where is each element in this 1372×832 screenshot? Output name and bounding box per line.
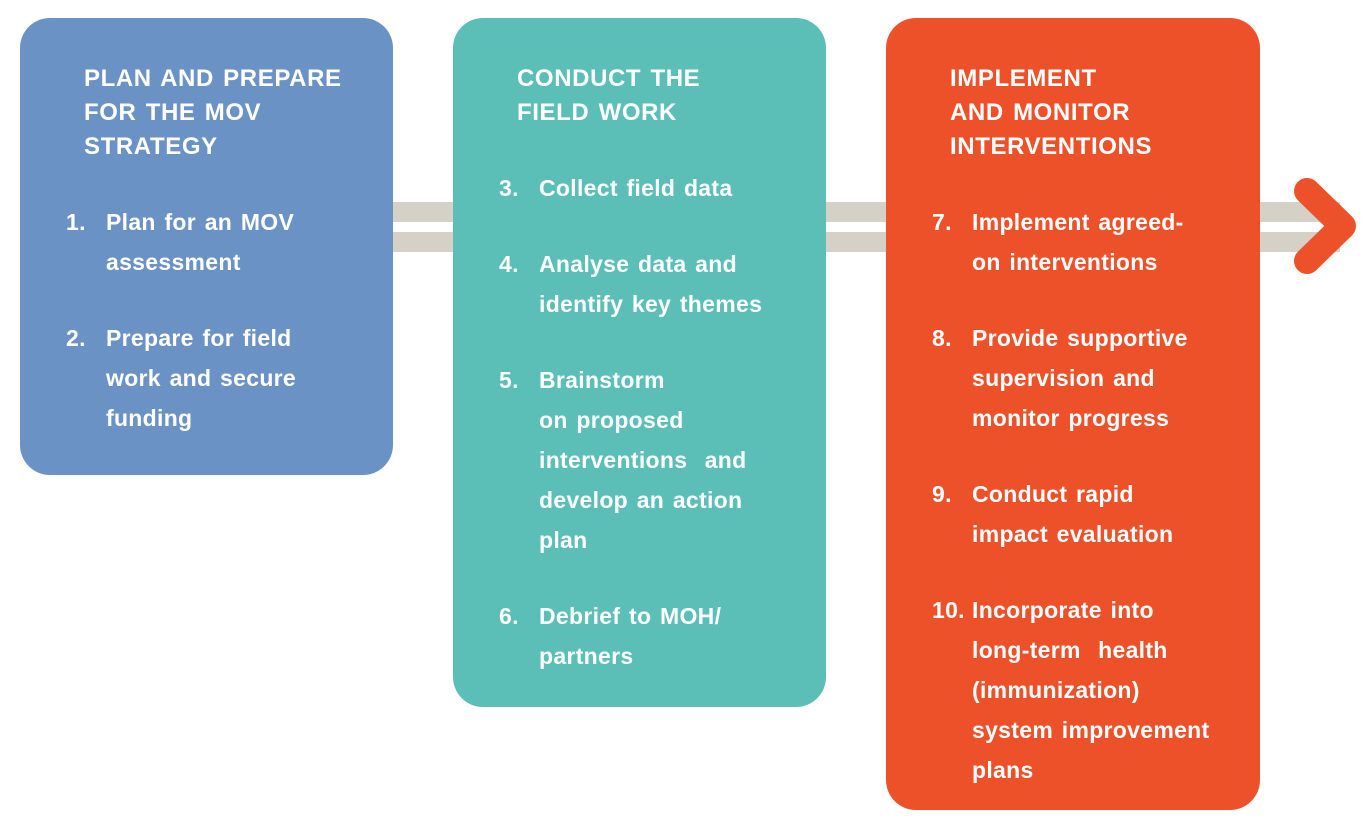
phase-title-line: FIELD WORK [517, 99, 677, 126]
phase-title-line: STRATEGY [84, 133, 218, 160]
step-text-line: on interventions [972, 249, 1158, 275]
step-text-line: work and secure [106, 365, 297, 391]
step-text-line: impact evaluation [972, 521, 1174, 547]
step-number: 6. [499, 603, 519, 629]
step-text: Collect field data [539, 168, 802, 208]
phase-title-line: IMPLEMENT [950, 65, 1097, 92]
step-text-line: partners [539, 643, 634, 669]
step-text-line: develop an action [539, 487, 743, 513]
step-text-line: assessment [106, 249, 241, 275]
step-text-line: monitor progress [972, 405, 1170, 431]
step-item: 9. Conduct rapid impact evaluation [932, 474, 1236, 554]
step-text: Debrief to MOH/ partners [539, 596, 802, 676]
phase-title-line: CONDUCT THE [517, 65, 701, 92]
step-text: Implement agreed- on interventions [972, 202, 1236, 282]
step-text-line: Analyse data and [539, 251, 737, 277]
phase-title: IMPLEMENT AND MONITOR INTERVENTIONS [950, 62, 1236, 164]
step-text-line: Incorporate into [972, 597, 1154, 623]
phase-title-line: PLAN AND PREPARE [84, 65, 342, 92]
phase-title: PLAN AND PREPARE FOR THE MOV STRATEGY [84, 62, 369, 164]
step-number: 3. [499, 175, 519, 201]
phase-title-line: AND MONITOR [950, 99, 1131, 126]
step-number: 10. [932, 597, 965, 623]
step-text: Brainstorm on proposed interventions and… [539, 360, 802, 560]
phase-box-conduct-field-work: CONDUCT THE FIELD WORK 3. Collect field … [453, 18, 826, 707]
step-text-line: Implement agreed- [972, 209, 1184, 235]
step-number: 9. [932, 481, 952, 507]
phase-title-line: INTERVENTIONS [950, 133, 1153, 160]
phase-title: CONDUCT THE FIELD WORK [517, 62, 802, 130]
phase-box-implement-and-monitor: IMPLEMENT AND MONITOR INTERVENTIONS 7. I… [886, 18, 1260, 810]
phase-box-plan-and-prepare: PLAN AND PREPARE FOR THE MOV STRATEGY 1.… [20, 18, 393, 475]
step-text-line: Provide supportive [972, 325, 1188, 351]
step-item: 5. Brainstorm on proposed interventions … [499, 360, 802, 560]
step-number: 8. [932, 325, 952, 351]
step-item: 1. Plan for an MOV assessment [66, 202, 369, 282]
step-item: 3. Collect field data [499, 168, 802, 208]
step-number: 2. [66, 325, 86, 351]
step-text-line: system improvement [972, 717, 1210, 743]
step-item: 4. Analyse data and identify key themes [499, 244, 802, 324]
step-text: Provide supportive supervision and monit… [972, 318, 1236, 438]
step-text-line: Brainstorm [539, 367, 665, 393]
step-item: 6. Debrief to MOH/ partners [499, 596, 802, 676]
step-number: 5. [499, 367, 519, 393]
step-number: 4. [499, 251, 519, 277]
step-text: Prepare for field work and secure fundin… [106, 318, 369, 438]
phase-title-line: FOR THE MOV [84, 99, 262, 126]
step-text-line: (immunization) [972, 677, 1140, 703]
step-text-line: funding [106, 405, 193, 431]
step-text: Analyse data and identify key themes [539, 244, 802, 324]
step-item: 8. Provide supportive supervision and mo… [932, 318, 1236, 438]
step-text-line: Plan for an MOV [106, 209, 295, 235]
step-number: 7. [932, 209, 952, 235]
step-item: 10. Incorporate into long-term health (i… [932, 590, 1236, 790]
step-text-line: Prepare for field [106, 325, 292, 351]
step-text: Plan for an MOV assessment [106, 202, 369, 282]
step-text-line: Collect field data [539, 175, 733, 201]
step-text-line: Debrief to MOH/ [539, 603, 722, 629]
chevron-right-icon [1294, 178, 1356, 274]
step-text-line: supervision and [972, 365, 1155, 391]
step-item: 2. Prepare for field work and secure fun… [66, 318, 369, 438]
step-item: 7. Implement agreed- on interventions [932, 202, 1236, 282]
step-text-line: identify key themes [539, 291, 763, 317]
step-text-line: Conduct rapid [972, 481, 1134, 507]
step-text-line: plan [539, 527, 588, 553]
step-text-line: on proposed [539, 407, 684, 433]
step-text: Incorporate into long-term health (immun… [972, 590, 1236, 790]
step-text-line: long-term health [972, 637, 1168, 663]
step-text-line: interventions and [539, 447, 747, 473]
step-number: 1. [66, 209, 86, 235]
step-text-line: plans [972, 757, 1034, 783]
step-text: Conduct rapid impact evaluation [972, 474, 1236, 554]
